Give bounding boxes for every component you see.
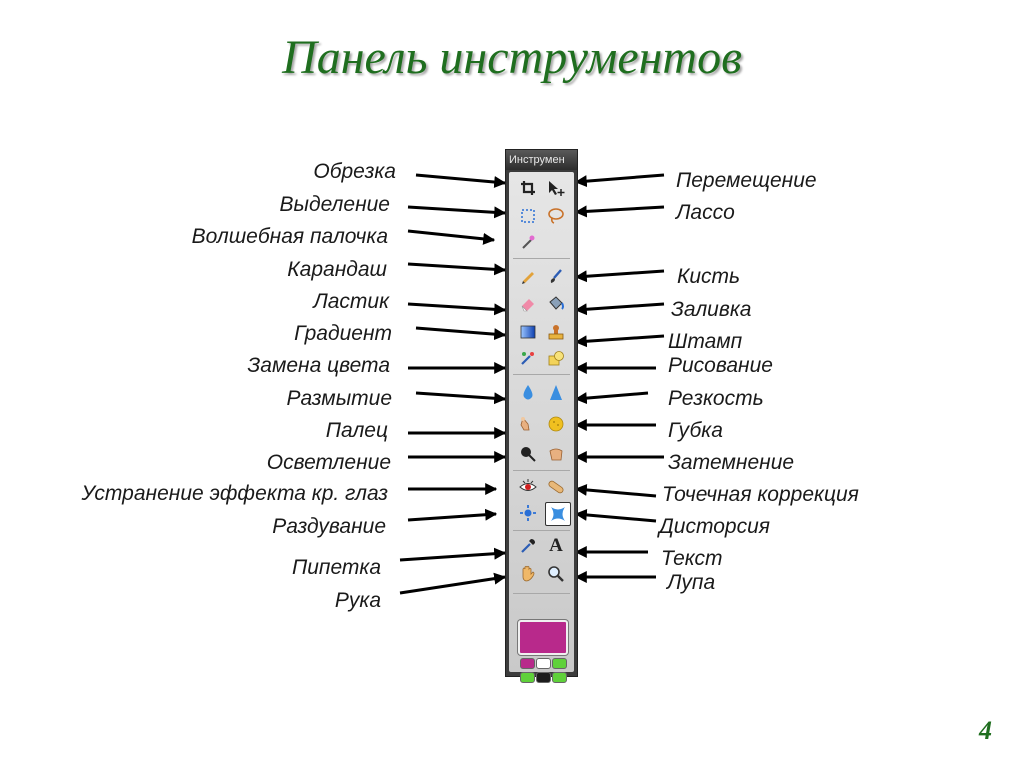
stamp-icon[interactable] — [546, 322, 566, 342]
label-sharpen: Резкость — [668, 387, 764, 410]
label-draw: Рисование — [668, 354, 773, 377]
label-blur: Размытие — [286, 387, 392, 410]
eraser-icon[interactable] — [518, 294, 538, 314]
separator — [513, 374, 570, 375]
sponge-icon[interactable] — [546, 414, 566, 434]
label-fill: Заливка — [671, 298, 752, 321]
color-chip[interactable] — [552, 672, 567, 683]
label-move: Перемещение — [676, 169, 817, 192]
color-chip[interactable] — [520, 672, 535, 683]
tools-panel: Инструмен — [505, 149, 578, 683]
label-selection: Выделение — [279, 193, 391, 216]
dodge-icon[interactable] — [518, 444, 538, 464]
page-number: 4 — [979, 716, 992, 745]
label-gradient: Градиент — [294, 322, 392, 345]
blur-drop-icon[interactable] — [518, 383, 538, 403]
color-chip[interactable] — [520, 658, 535, 669]
label-burn: Затемнение — [668, 451, 795, 474]
color-replace-icon[interactable] — [518, 348, 538, 368]
eye-icon[interactable] — [518, 477, 538, 497]
arrow-eraser — [407, 302, 507, 316]
hand-icon[interactable] — [518, 564, 538, 584]
label-hand: Рука — [334, 589, 381, 612]
separator — [513, 530, 570, 531]
arrow-hand — [399, 572, 507, 595]
main-color-swatch[interactable] — [518, 620, 568, 655]
label-sponge: Губка — [668, 419, 723, 442]
label-crop: Обрезка — [313, 160, 396, 183]
bloat-icon[interactable] — [518, 503, 538, 523]
label-bloat: Раздувание — [272, 515, 386, 538]
finger-icon[interactable] — [518, 414, 538, 434]
label-brush: Кисть — [677, 265, 741, 288]
bandage-icon[interactable] — [546, 477, 566, 497]
label-color-replace: Замена цвета — [247, 354, 390, 377]
slide-title: Панель инструментов — [282, 31, 742, 84]
sharpen-cone-icon[interactable] — [546, 383, 566, 403]
arrow-blur — [415, 391, 507, 405]
label-eraser: Ластик — [313, 290, 389, 313]
arrow-selection — [407, 205, 507, 219]
label-eyedropper: Пипетка — [292, 556, 381, 579]
separator — [513, 258, 570, 259]
label-red-eye: Устранение эффекта кр. глаз — [81, 482, 388, 505]
gradient-icon[interactable] — [518, 322, 538, 342]
pencil-icon[interactable] — [518, 266, 538, 286]
arrow-pencil — [407, 262, 507, 276]
color-chip[interactable] — [536, 658, 551, 669]
arrow-crop — [415, 173, 507, 189]
marquee-icon[interactable] — [518, 206, 538, 226]
shape-draw-icon[interactable] — [546, 348, 566, 368]
label-lasso: Лассо — [676, 201, 735, 224]
label-distort: Дисторсия — [659, 515, 770, 538]
label-stamp: Штамп — [668, 330, 743, 353]
lasso-icon[interactable] — [546, 206, 566, 226]
arrow-lasso — [574, 205, 665, 218]
tools-panel-header: Инструмен — [506, 150, 577, 170]
color-chip[interactable] — [536, 672, 551, 683]
arrow-brush — [574, 269, 665, 283]
label-spot-healing: Точечная коррекция — [662, 483, 859, 506]
eyedropper-icon[interactable] — [518, 536, 538, 556]
arrow-gradient — [415, 326, 507, 341]
magic-wand-icon[interactable] — [518, 232, 538, 252]
arrow-magic-wand — [407, 229, 496, 245]
bucket-icon[interactable] — [546, 294, 566, 314]
arrow-stamp — [574, 334, 665, 348]
arrow-eyedropper — [399, 547, 507, 562]
label-smudge: Палец — [325, 419, 388, 442]
label-pencil: Карандаш — [287, 258, 387, 281]
move-icon[interactable] — [546, 178, 566, 198]
label-magic-wand: Волшебная палочка — [191, 225, 388, 248]
label-text: Текст — [661, 547, 723, 570]
text-icon[interactable]: A — [549, 535, 563, 556]
arrow-distort — [574, 508, 657, 523]
arrow-sharpen — [574, 391, 649, 405]
crop-icon[interactable] — [518, 178, 538, 198]
label-zoom: Лупа — [667, 571, 716, 594]
separator — [513, 470, 570, 471]
brush-icon[interactable] — [546, 266, 566, 286]
magnifier-icon[interactable] — [546, 564, 566, 584]
color-chip[interactable] — [552, 658, 567, 669]
arrow-bloat — [407, 508, 498, 522]
separator — [513, 593, 570, 594]
burn-hand-icon[interactable] — [546, 444, 566, 464]
arrow-spot-healing — [574, 483, 657, 498]
distort-icon[interactable] — [545, 502, 571, 526]
tools-panel-body: A — [509, 172, 574, 683]
arrow-move — [574, 173, 665, 188]
label-dodge: Осветление — [266, 451, 391, 474]
arrow-fill — [574, 302, 665, 316]
